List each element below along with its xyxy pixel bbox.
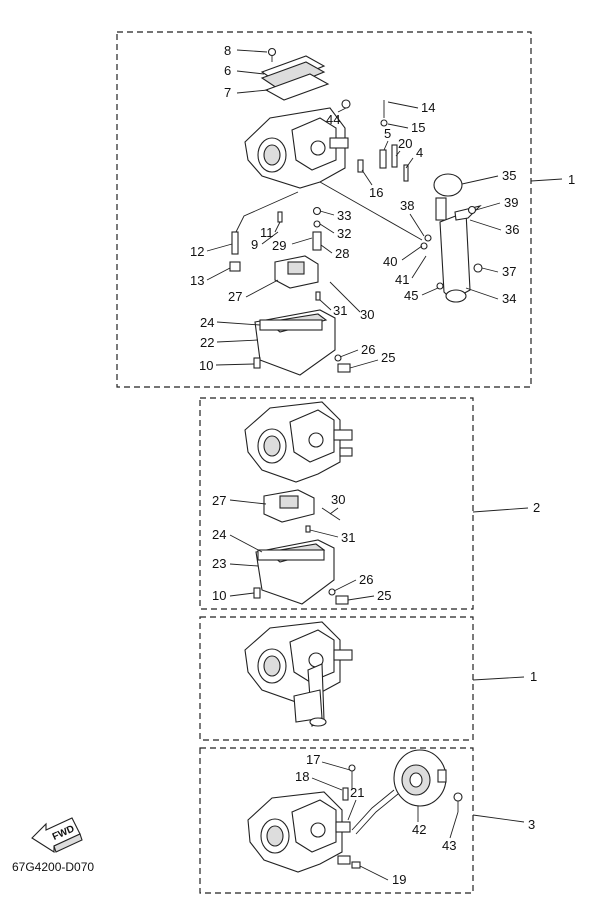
small-parts-3 [342,764,463,869]
svg-text:15: 15 [411,120,425,135]
svg-text:11: 11 [260,225,274,240]
svg-text:8: 8 [224,43,231,58]
callouts-top: 8 6 7 44 14 15 5 20 4 16 35 38 39 36 11 … [190,43,519,373]
svg-text:30: 30 [331,492,345,507]
svg-text:4: 4 [416,145,423,160]
group-label-2: 2 [472,500,540,515]
svg-text:28: 28 [335,246,349,261]
svg-text:24: 24 [200,315,214,330]
svg-text:14: 14 [421,100,435,115]
float-chamber-top [254,309,336,376]
svg-text:32: 32 [337,226,351,241]
group-frame-2 [199,397,474,610]
callouts-group3: 17 18 21 42 43 19 [295,752,459,887]
svg-text:43: 43 [442,838,456,853]
svg-text:2: 2 [533,500,540,515]
carburetor-body-top [244,107,349,189]
svg-text:25: 25 [381,350,395,365]
svg-text:34: 34 [502,291,516,306]
svg-text:33: 33 [337,208,351,223]
group-frame-1b [199,616,474,741]
gasket [264,73,330,101]
svg-text:21: 21 [350,785,364,800]
float-chamber-2 [253,539,349,605]
svg-text:6: 6 [224,63,231,78]
screw-8 [267,47,277,62]
svg-text:10: 10 [212,588,226,603]
svg-text:36: 36 [505,222,519,237]
svg-text:23: 23 [212,556,226,571]
svg-text:22: 22 [200,335,214,350]
svg-text:16: 16 [369,185,383,200]
group-label-1b: 1 [472,669,537,684]
svg-text:12: 12 [190,244,204,259]
svg-text:26: 26 [359,572,373,587]
svg-text:25: 25 [377,588,391,603]
svg-text:40: 40 [383,254,397,269]
svg-text:37: 37 [502,264,516,279]
svg-text:30: 30 [360,307,374,322]
group-label-3: 3 [472,814,535,832]
svg-text:31: 31 [333,303,347,318]
svg-text:1: 1 [568,172,575,187]
group-label-1: 1 [530,172,575,187]
svg-text:42: 42 [412,822,426,837]
svg-text:27: 27 [228,289,242,304]
svg-text:24: 24 [212,527,226,542]
fwd-arrow-icon: FWD [31,817,83,854]
svg-text:27: 27 [212,493,226,508]
diagram-reference-code: 67G4200-D070 [12,860,94,874]
svg-text:44: 44 [326,112,340,127]
svg-text:29: 29 [272,238,286,253]
throttle-lever [454,205,482,221]
svg-text:1: 1 [530,669,537,684]
carburetor-body-3 [247,791,351,873]
svg-text:31: 31 [341,530,355,545]
callouts-group2: 27 30 31 24 23 26 10 25 [212,492,391,603]
group-frame-3 [199,747,474,894]
svg-text:3: 3 [528,817,535,832]
small-parts-top [229,99,483,373]
carburetor-body-2 [244,401,353,483]
svg-text:9: 9 [251,237,258,252]
svg-text:13: 13 [190,273,204,288]
svg-text:10: 10 [199,358,213,373]
svg-text:20: 20 [398,136,412,151]
carburetor-assembly-1b [244,621,353,727]
svg-text:19: 19 [392,872,406,887]
throttle-sensor-42 [351,749,447,835]
svg-text:45: 45 [404,288,418,303]
cover-plate [260,55,326,91]
svg-text:7: 7 [224,85,231,100]
fuel-pump-assembly [433,173,471,303]
svg-text:5: 5 [384,126,391,141]
svg-text:17: 17 [306,752,320,767]
group-frame-1 [116,31,532,388]
svg-text:39: 39 [504,195,518,210]
svg-text:26: 26 [361,342,375,357]
svg-text:35: 35 [502,168,516,183]
svg-text:41: 41 [395,272,409,287]
svg-text:38: 38 [400,198,414,213]
float-27 [274,255,319,289]
svg-text:18: 18 [295,769,309,784]
float-2 [263,489,341,533]
